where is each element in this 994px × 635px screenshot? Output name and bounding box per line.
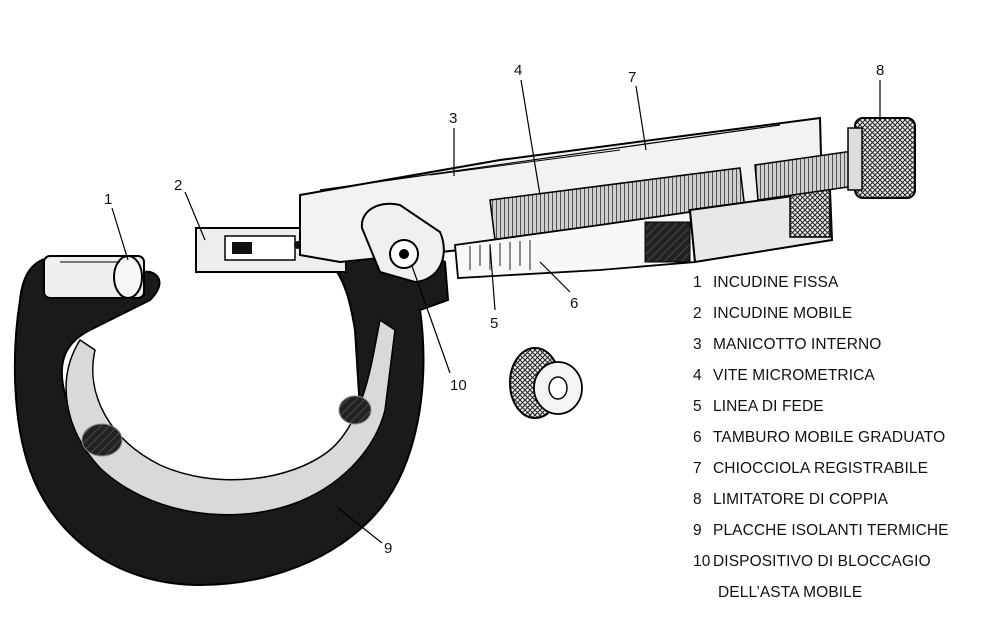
legend-item-6: 6 TAMBURO MOBILE GRADUATO [693, 429, 988, 460]
legend-number: 7 [693, 460, 702, 477]
callout-1: 1 [104, 191, 113, 208]
callout-5: 5 [490, 315, 499, 332]
legend-number: 5 [693, 398, 702, 415]
legend-number: 2 [693, 305, 702, 322]
parts-legend: 1 INCUDINE FISSA 2 INCUDINE MOBILE 3 MANICO… [693, 274, 988, 615]
legend-label: PLACCHE ISOLANTI TERMICHE [713, 522, 949, 539]
callout-9: 9 [384, 540, 393, 557]
legend-item-4: 4 VITE MICROMETRICA [693, 367, 988, 398]
legend-number: 9 [693, 522, 702, 539]
legend-item-7: 7 CHIOCCIOLA REGISTRABILE [693, 460, 988, 491]
callout-8: 8 [876, 62, 885, 79]
legend-label: TAMBURO MOBILE GRADUATO [713, 429, 946, 446]
insulating-plate-left [81, 423, 123, 457]
legend-label: CHIOCCIOLA REGISTRABILE [713, 460, 929, 477]
legend-item-9: 9 PLACCHE ISOLANTI TERMICHE [693, 522, 988, 553]
legend-item-2: 2 INCUDINE MOBILE [693, 305, 988, 336]
legend-item-5: 5 LINEA DI FEDE [693, 398, 988, 429]
legend-item-3: 3 MANICOTTO INTERNO [693, 336, 988, 367]
legend-item-8: 8 LIMITATORE DI COPPIA [693, 491, 988, 522]
callout-4: 4 [514, 62, 523, 79]
legend-item-10-continuation: DELL’ASTA MOBILE [718, 584, 863, 601]
legend-label: MANICOTTO INTERNO [713, 336, 882, 353]
callout-3: 3 [449, 110, 458, 127]
legend-label: LIMITATORE DI COPPIA [713, 491, 889, 508]
insulating-plate-right [338, 395, 372, 425]
callout-10: 10 [450, 377, 467, 394]
callout-7: 7 [628, 69, 637, 86]
legend-number: 6 [693, 429, 702, 446]
legend-item-1: 1 INCUDINE FISSA [693, 274, 988, 305]
frame-body [13, 244, 450, 587]
frame-inner-rim [65, 318, 396, 516]
legend-number: 10 [693, 553, 711, 570]
fixed-anvil-face [113, 255, 143, 299]
detached-drum [509, 347, 583, 419]
legend-number: 8 [693, 491, 702, 508]
legend-number: 3 [693, 336, 702, 353]
legend-number: 4 [693, 367, 702, 384]
legend-number: 1 [693, 274, 702, 291]
legend-label: VITE MICROMETRICA [713, 367, 875, 384]
legend-label: INCUDINE MOBILE [713, 305, 853, 322]
leader-lines [111, 79, 881, 544]
legend-label: LINEA DI FEDE [713, 398, 824, 415]
torque-limiter [854, 117, 916, 199]
legend-label: DISPOSITIVO DI BLOCCAGIO [713, 553, 931, 570]
legend-label: INCUDINE FISSA [713, 274, 839, 291]
callout-6: 6 [570, 295, 579, 312]
callout-2: 2 [174, 177, 183, 194]
